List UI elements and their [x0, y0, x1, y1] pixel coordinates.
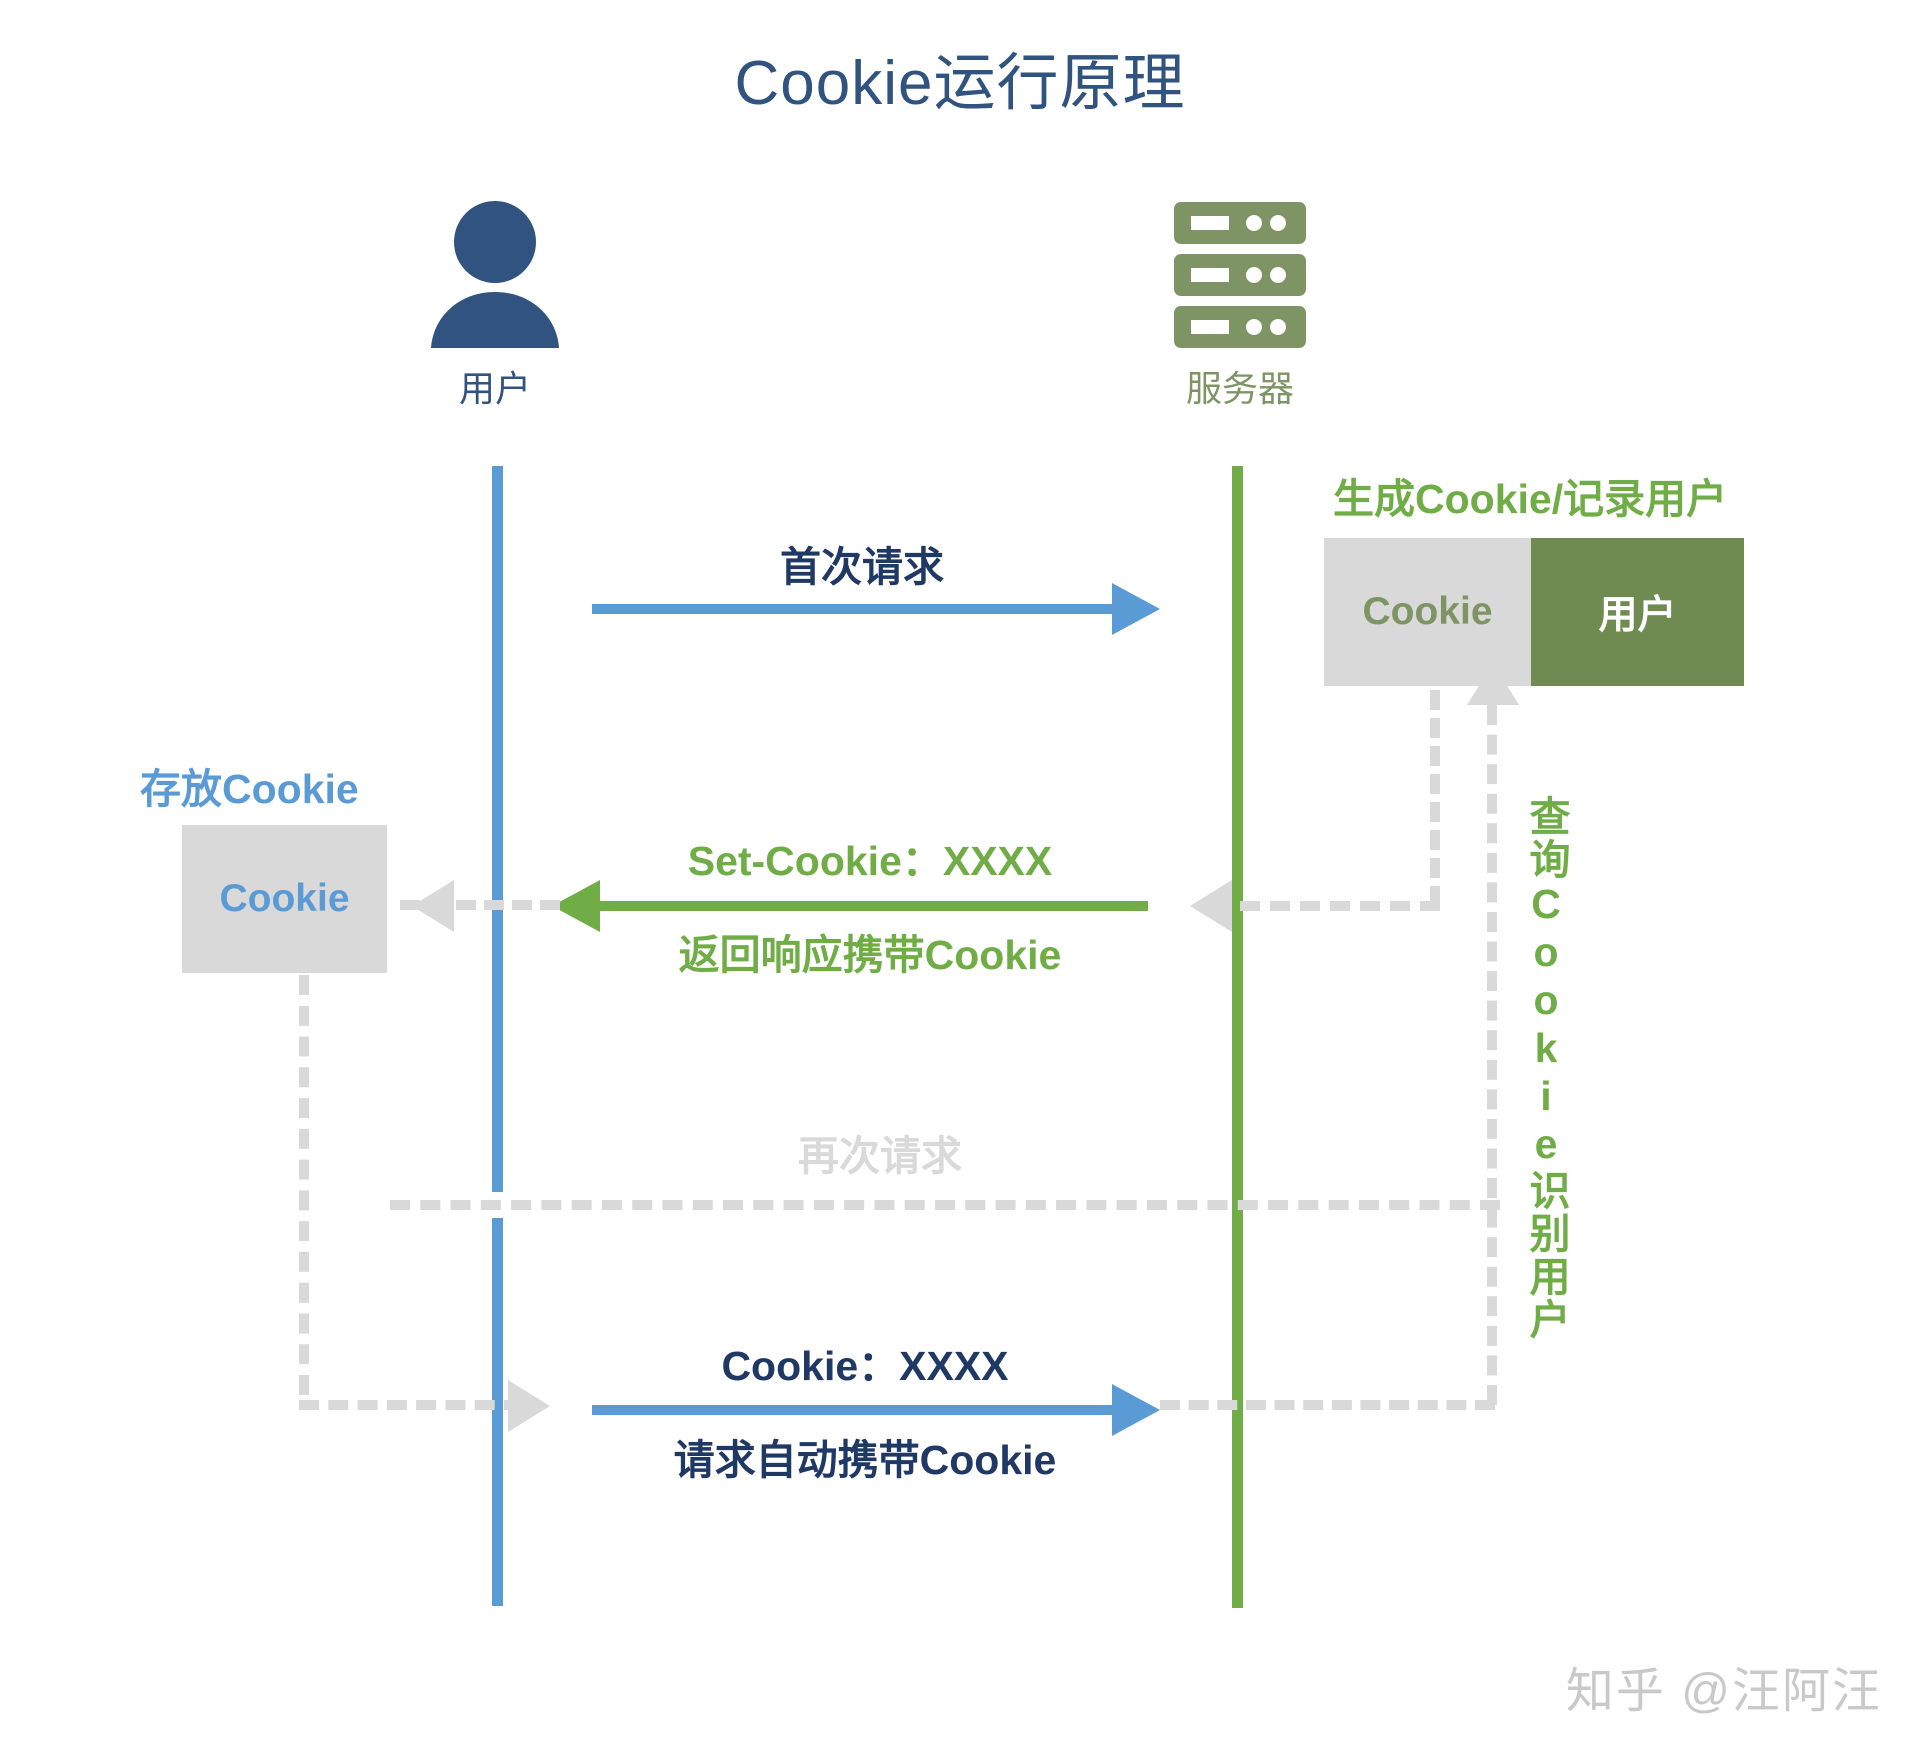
page-title: Cookie运行原理 [734, 49, 1186, 118]
user-lifeline-lower [492, 1218, 503, 1606]
arrowhead-right-icon-2 [1112, 1384, 1160, 1436]
message-first-request-label: 首次请求 [780, 544, 944, 590]
server-rack-icon [1125, 200, 1355, 350]
actor-user-label: 用户 [458, 368, 531, 409]
message-set-cookie-label-bottom: 返回响应携带Cookie [678, 932, 1062, 978]
actor-server-label: 服务器 [1185, 368, 1294, 409]
message-second-request-dash [390, 1200, 1500, 1210]
message-cookie-request-label-bottom: 请求自动携带Cookie [673, 1437, 1057, 1483]
server-cookie-table: Cookie 用户 [1324, 538, 1744, 686]
arrowhead-left-icon [552, 880, 600, 932]
message-set-cookie-label-top: Set-Cookie：XXXX [687, 838, 1053, 884]
stored-cookie-dash-horizontal [299, 1400, 524, 1410]
store-cookie-title: 存放Cookie [140, 766, 359, 812]
store-cookie-box: Cookie [182, 825, 387, 973]
table-to-lifeline-dash-horizontal [1240, 901, 1440, 911]
table-to-lifeline-dash-vertical [1430, 690, 1440, 906]
generate-cookie-title: 生成Cookie/记录用户 [1333, 476, 1728, 522]
table-cell-user: 用户 [1531, 538, 1744, 686]
watermark: 知乎 @汪阿汪 [1565, 1665, 1882, 1718]
user-person-icon [380, 200, 610, 350]
query-cookie-label: 查询Cookie识别用户 [1523, 795, 1569, 1341]
arrowhead-right-icon [1112, 583, 1160, 635]
stored-cookie-dash-vertical [299, 975, 309, 1395]
store-cookie-dash-path [400, 900, 560, 910]
store-cookie-box-label: Cookie [219, 877, 350, 920]
arrowhead-left-gray-icon-2 [1190, 880, 1232, 932]
message-cookie-request-label-top: Cookie：XXXX [721, 1343, 1009, 1389]
query-cookie-dash-vertical [1487, 705, 1497, 1405]
query-cookie-dash-horizontal [1160, 1400, 1495, 1410]
arrowhead-right-gray-icon [508, 1380, 550, 1432]
user-lifeline-upper [492, 466, 503, 1192]
actor-server: 服务器 [1125, 200, 1355, 412]
message-second-request-label: 再次请求 [798, 1133, 962, 1179]
arrowhead-up-gray-icon [1467, 663, 1519, 705]
message-first-request-shaft [592, 604, 1122, 614]
table-cell-cookie: Cookie [1324, 538, 1531, 686]
message-cookie-request-shaft [592, 1405, 1122, 1415]
server-lifeline [1232, 466, 1243, 1608]
actor-user: 用户 [380, 200, 610, 412]
arrowhead-left-gray-icon [412, 880, 454, 932]
message-set-cookie-shaft [600, 901, 1148, 911]
